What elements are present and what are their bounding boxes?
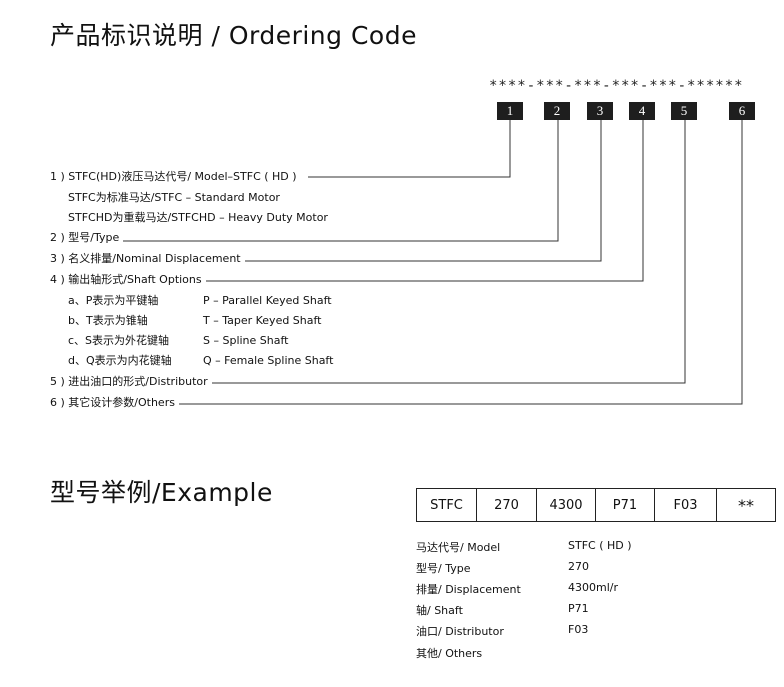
example-cell: F03 [654, 488, 717, 522]
example-code-table: STFC 270 4300 P71 F03 ** [416, 488, 776, 522]
item-distributor: 5 ) 进出油口的形式/Distributor [50, 375, 212, 389]
code-box-5: 5 [671, 102, 697, 120]
code-box-2: 2 [544, 102, 570, 120]
shaft-option-cn: c、S表示为外花键轴 [68, 334, 170, 347]
item-model-heavy-duty: STFCHD为重载马达/STFCHD – Heavy Duty Motor [68, 211, 328, 224]
leader-line-1 [308, 120, 511, 178]
example-cell: ** [716, 488, 776, 522]
example-value: 4300ml/r [568, 581, 618, 594]
shaft-option-cn: a、P表示为平键轴 [68, 294, 159, 307]
shaft-option-en: Q – Female Spline Shaft [203, 354, 334, 367]
example-cell: STFC [416, 488, 477, 522]
leader-line-6 [176, 120, 743, 405]
leader-line-2 [122, 120, 559, 242]
table-row: STFC 270 4300 P71 F03 ** [416, 488, 776, 522]
code-box-6: 6 [729, 102, 755, 120]
shaft-option-cn: d、Q表示为内花键轴 [68, 354, 172, 367]
example-cell: 270 [476, 488, 537, 522]
example-title: 型号举例/Example [50, 478, 273, 507]
example-label: 马达代号/ Model [416, 541, 501, 554]
code-box-4: 4 [629, 102, 655, 120]
shaft-option-cn: b、T表示为锥轴 [68, 314, 148, 327]
example-label: 型号/ Type [416, 562, 471, 575]
item-type: 2 ) 型号/Type [50, 231, 124, 245]
example-value: F03 [568, 623, 589, 636]
shaft-option-en: S – Spline Shaft [203, 334, 289, 347]
example-label: 排量/ Displacement [416, 583, 521, 596]
example-label: 轴/ Shaft [416, 604, 463, 617]
item-displacement: 3 ) 名义排量/Nominal Displacement [50, 252, 245, 266]
shaft-option-en: P – Parallel Keyed Shaft [203, 294, 332, 307]
example-value: P71 [568, 602, 589, 615]
page-title: 产品标识说明 / Ordering Code [50, 21, 417, 50]
code-pattern: ****-***-***-***-***-****** [489, 78, 744, 94]
example-cell: 4300 [536, 488, 596, 522]
leader-line-5 [206, 120, 686, 384]
example-value: 270 [568, 560, 589, 573]
example-cell: P71 [595, 488, 655, 522]
leader-line-3 [233, 120, 602, 262]
leader-lines [122, 120, 743, 405]
example-label: 油口/ Distributor [416, 625, 504, 638]
item-others: 6 ) 其它设计参数/Others [50, 396, 179, 410]
leader-line-4 [200, 120, 644, 282]
shaft-option-en: T – Taper Keyed Shaft [203, 314, 322, 327]
example-label: 其他/ Others [416, 647, 483, 660]
item-shaft: 4 ) 输出轴形式/Shaft Options [50, 273, 206, 287]
item-model: 1 ) STFC(HD)液压马达代号/ Model–STFC ( HD ) [50, 170, 301, 184]
item-model-standard: STFC为标准马达/STFC – Standard Motor [68, 191, 280, 204]
example-value: STFC ( HD ) [568, 539, 632, 552]
code-box-1: 1 [497, 102, 523, 120]
code-box-3: 3 [587, 102, 613, 120]
